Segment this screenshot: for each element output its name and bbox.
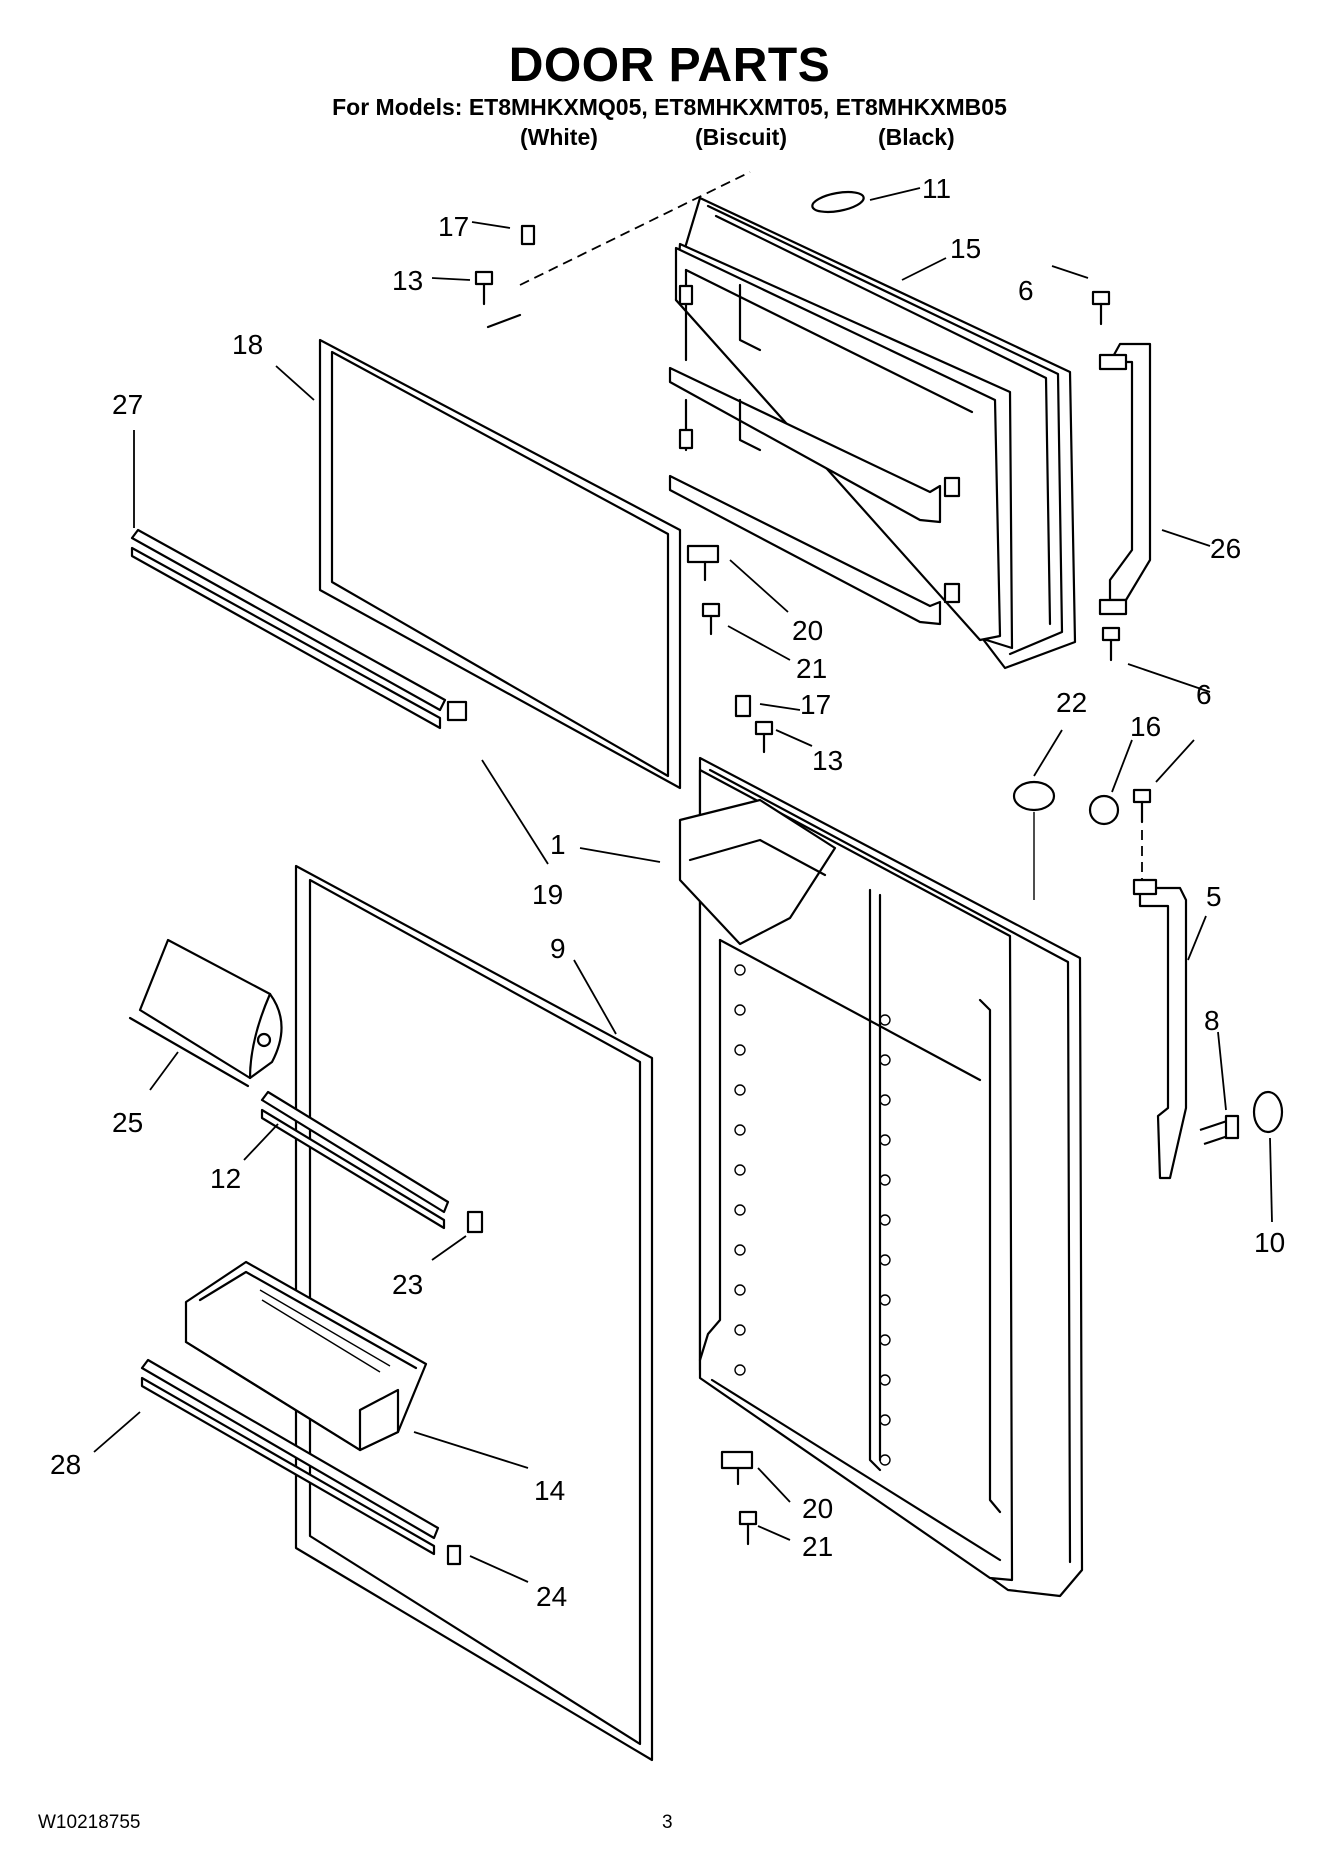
callout-13b: 13 (812, 745, 843, 776)
callout-14: 14 (534, 1475, 565, 1506)
callout-8: 8 (1204, 1005, 1220, 1036)
callout-1: 1 (550, 829, 566, 860)
callout-9: 9 (550, 933, 566, 964)
part-20-hinge-top (686, 544, 720, 582)
leader-lines (93, 187, 1273, 1583)
part-22-plug-button (1012, 780, 1056, 812)
part-6-screw-bottom (1101, 626, 1121, 662)
part-25-dairy-door (128, 938, 283, 1088)
part-9-fresh-food-gasket (294, 864, 654, 1762)
part-17-plug-lower (734, 694, 752, 718)
callout-5: 5 (1206, 881, 1222, 912)
callout-20b: 20 (802, 1493, 833, 1524)
freezer-door-liner (668, 196, 1077, 670)
callout-17a: 17 (438, 211, 469, 242)
page-title: DOOR PARTS (508, 39, 831, 92)
part-27-freezer-shelf-bar (130, 528, 468, 730)
callout-21b: 21 (802, 1531, 833, 1562)
part-10-end-cap (1252, 1090, 1284, 1134)
callout-6a: 6 (1018, 275, 1034, 306)
part-21-screw-bottom (738, 1510, 758, 1546)
part-13-screw-top (474, 270, 494, 306)
color-white: (White) (520, 124, 598, 150)
part-17-plug-top (520, 224, 536, 246)
callout-27: 27 (112, 389, 143, 420)
part-19-retainer (446, 700, 468, 722)
part-20-hinge-bottom (720, 1450, 754, 1486)
callout-labels: 17 13 11 15 6 18 27 26 20 21 17 13 22 16… (50, 173, 1285, 1612)
callout-28: 28 (50, 1449, 81, 1480)
part-16-bushing (1088, 794, 1120, 826)
shelf-support-dimples-right (879, 1014, 891, 1466)
part-21-screw-top (701, 602, 721, 636)
part-6-screw-top (1091, 290, 1111, 326)
part-11-cap (811, 190, 865, 214)
callout-21a: 21 (796, 653, 827, 684)
part-23-retainer (466, 1210, 484, 1234)
callout-6b: 6 (1196, 679, 1212, 710)
part-18-freezer-gasket (318, 338, 682, 790)
page-number: 3 (662, 1812, 673, 1833)
callout-24: 24 (536, 1581, 567, 1612)
color-biscuit: (Biscuit) (695, 124, 787, 150)
callout-20a: 20 (792, 615, 823, 646)
shelf-support-dimples-left (734, 964, 746, 1376)
part-14-door-bin (184, 1260, 428, 1452)
part-6-screw-lower (1132, 788, 1152, 824)
callout-16: 16 (1130, 711, 1161, 742)
models-line: For Models: ET8MHKXMQ05, ET8MHKXMT05, ET… (332, 94, 1007, 120)
assembly-dashed-line (519, 171, 751, 286)
part-1-fresh-food-door (678, 756, 1084, 1598)
part-12-shelf-trim (260, 1090, 450, 1230)
part-24-retainer (446, 1544, 462, 1566)
callout-17b: 17 (800, 689, 831, 720)
callout-12: 12 (210, 1163, 241, 1194)
part-26-freezer-handle (1091, 290, 1152, 662)
callout-10: 10 (1254, 1227, 1285, 1258)
color-black: (Black) (878, 124, 955, 150)
callout-13a: 13 (392, 265, 423, 296)
part-13-screw-lower (754, 720, 774, 754)
callout-11: 11 (922, 173, 951, 204)
callout-25: 25 (112, 1107, 143, 1138)
callout-19: 19 (532, 879, 563, 910)
document-number: W10218755 (38, 1812, 141, 1833)
part-8-screw (1199, 1114, 1240, 1146)
callout-18: 18 (232, 329, 263, 360)
callout-22: 22 (1056, 687, 1087, 718)
part-5-fresh-food-handle (1132, 878, 1188, 1180)
callout-15: 15 (950, 233, 981, 264)
part-28-shelf-trim (140, 1358, 440, 1556)
callout-23: 23 (392, 1269, 423, 1300)
callout-26: 26 (1210, 533, 1241, 564)
